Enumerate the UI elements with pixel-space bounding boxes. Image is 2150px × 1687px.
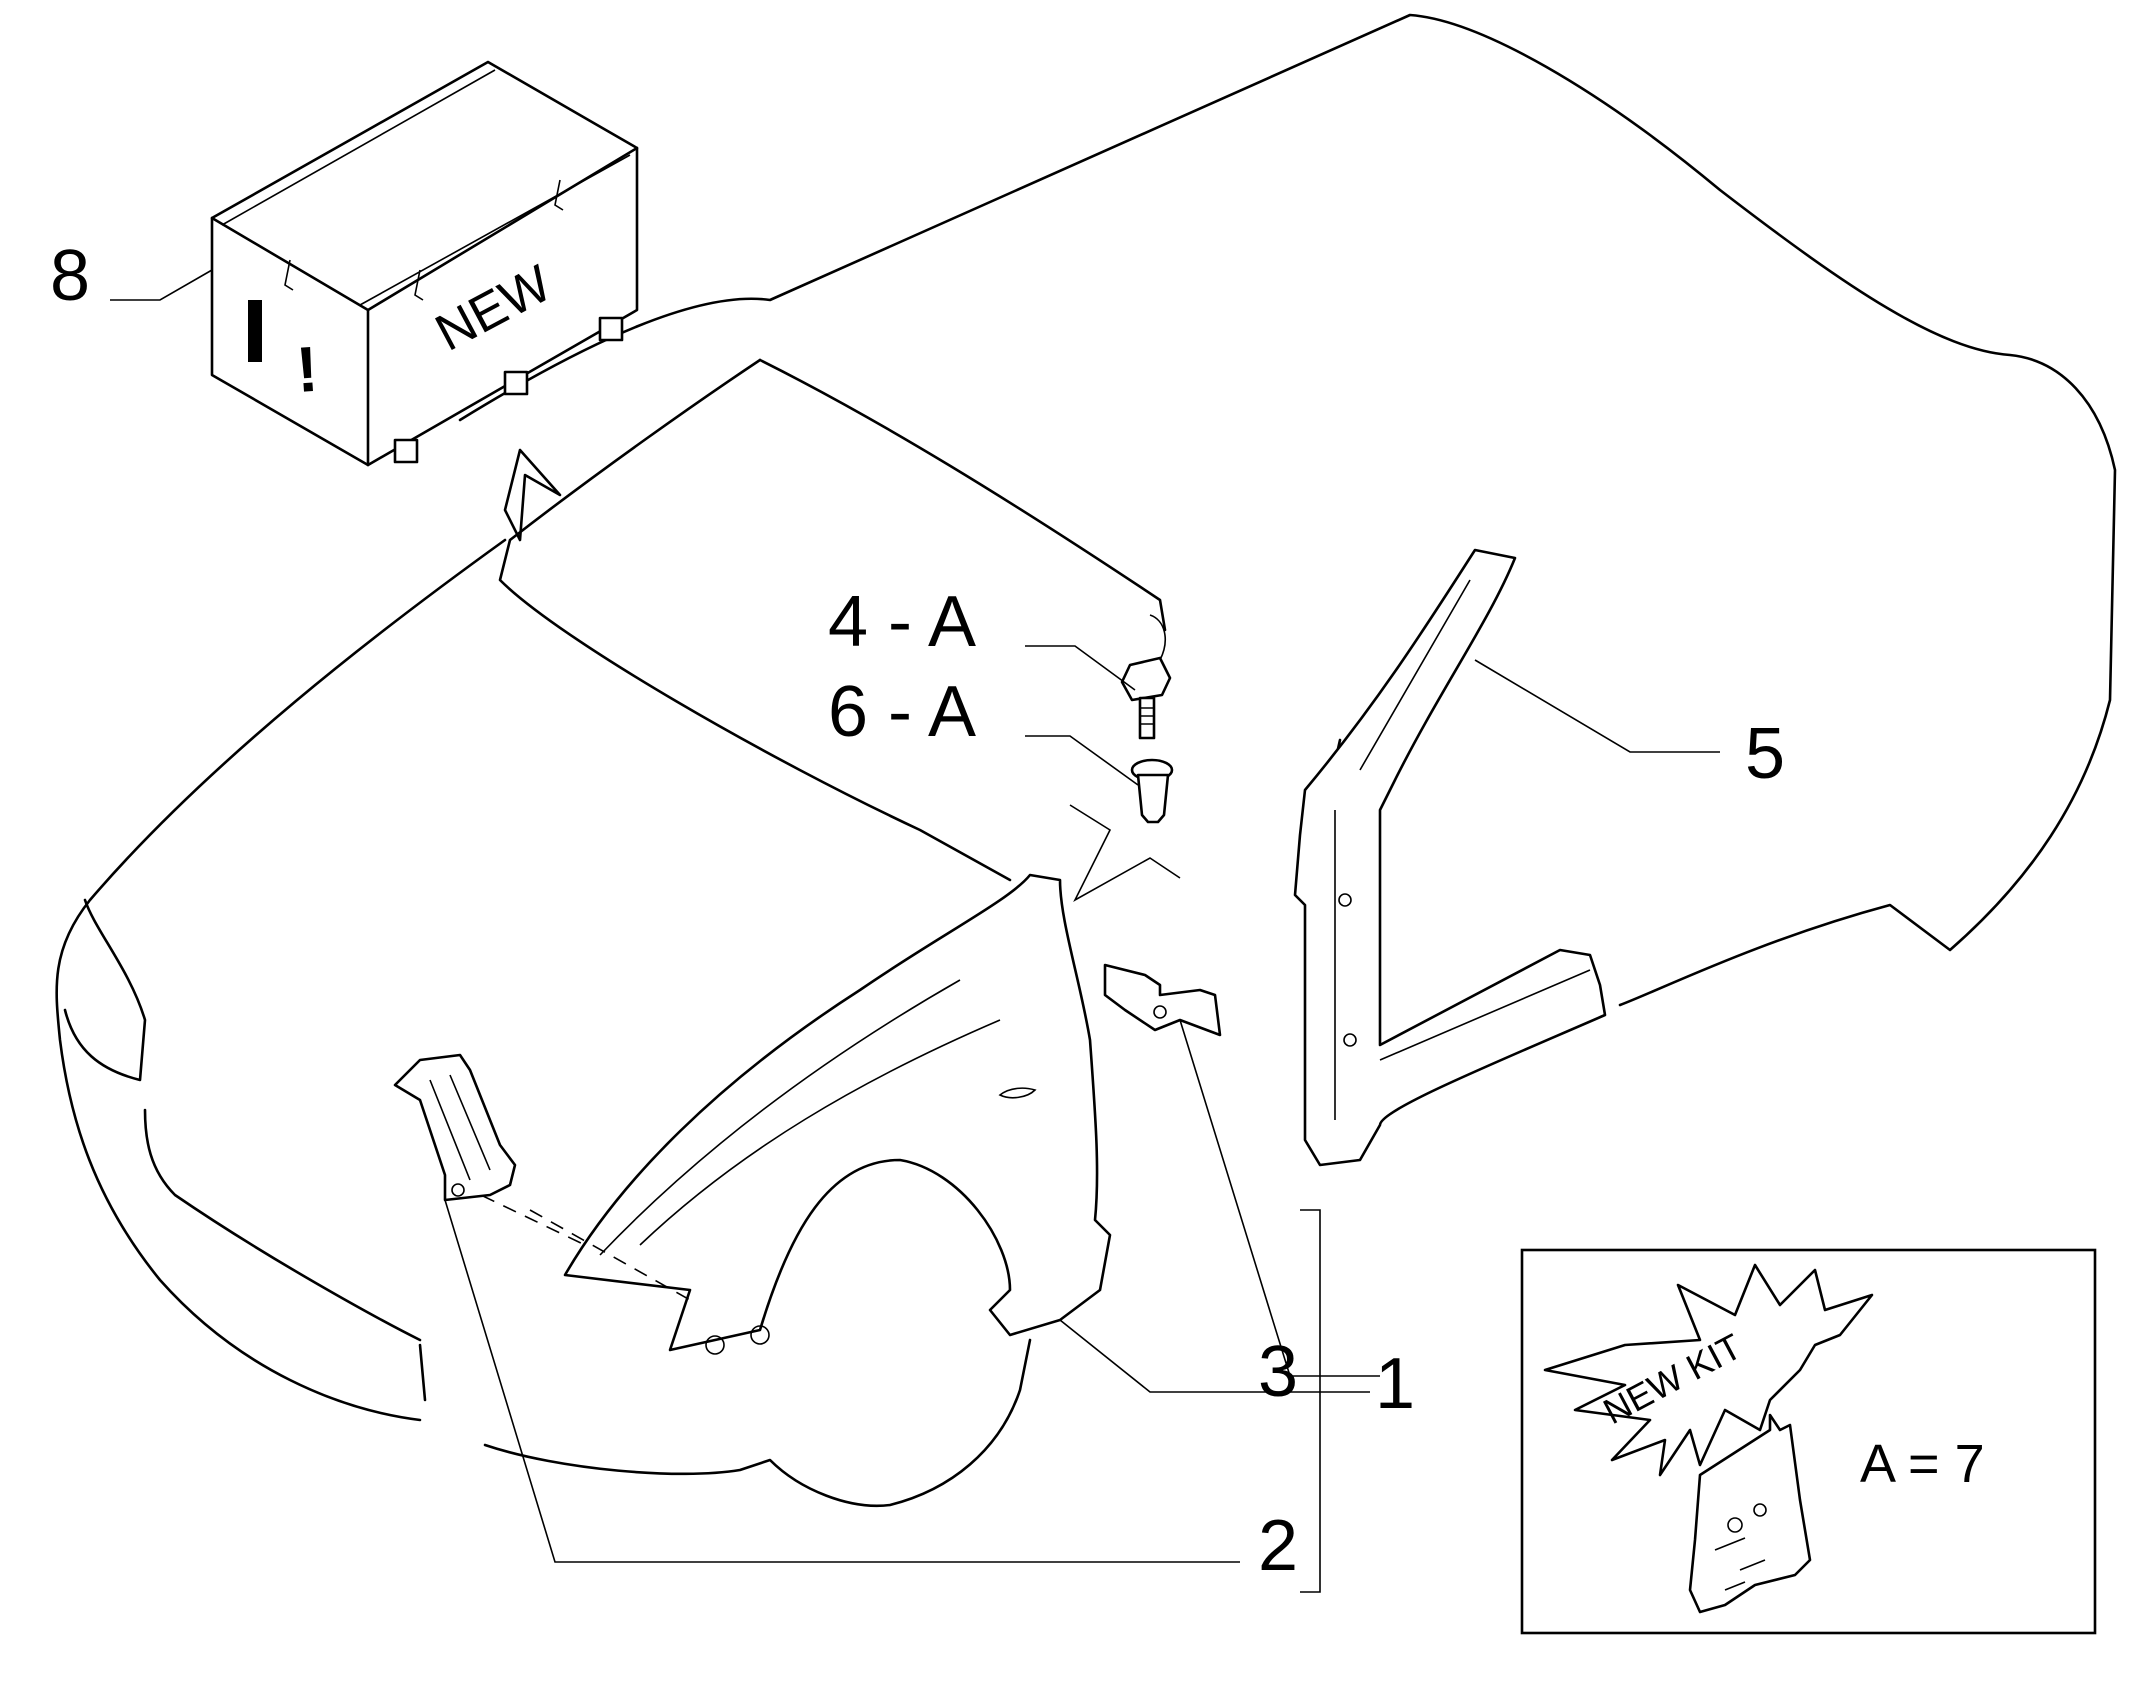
label-5: 5 xyxy=(1745,714,1785,794)
leader-lines xyxy=(110,269,1720,1593)
kit-equation: A = 7 xyxy=(1860,1434,1985,1494)
bracket-icon xyxy=(393,1053,517,1202)
label-8: 8 xyxy=(50,236,90,316)
label-6-a: 6 - A xyxy=(828,672,976,752)
warning-bar-icon xyxy=(248,300,262,362)
bolt-icon xyxy=(1120,656,1172,740)
fender-icon xyxy=(563,873,1112,1355)
kit-bag-icon xyxy=(1688,1413,1812,1614)
starburst-icon xyxy=(1543,1263,1874,1477)
bracket-icon xyxy=(1103,963,1222,1037)
car-outline xyxy=(55,13,2117,1508)
pillar-icon xyxy=(1293,548,1607,1167)
bush-icon xyxy=(1130,758,1174,824)
label-2: 2 xyxy=(1258,1506,1298,1586)
crate-mark: ! xyxy=(294,333,320,406)
crate-icon: ! NEW xyxy=(210,60,639,467)
label-4-a: 4 - A xyxy=(828,582,976,662)
label-1: 1 xyxy=(1375,1344,1415,1424)
kit-inset: NEW KIT A = 7 xyxy=(1520,1248,2097,1635)
label-3: 3 xyxy=(1258,1332,1298,1412)
